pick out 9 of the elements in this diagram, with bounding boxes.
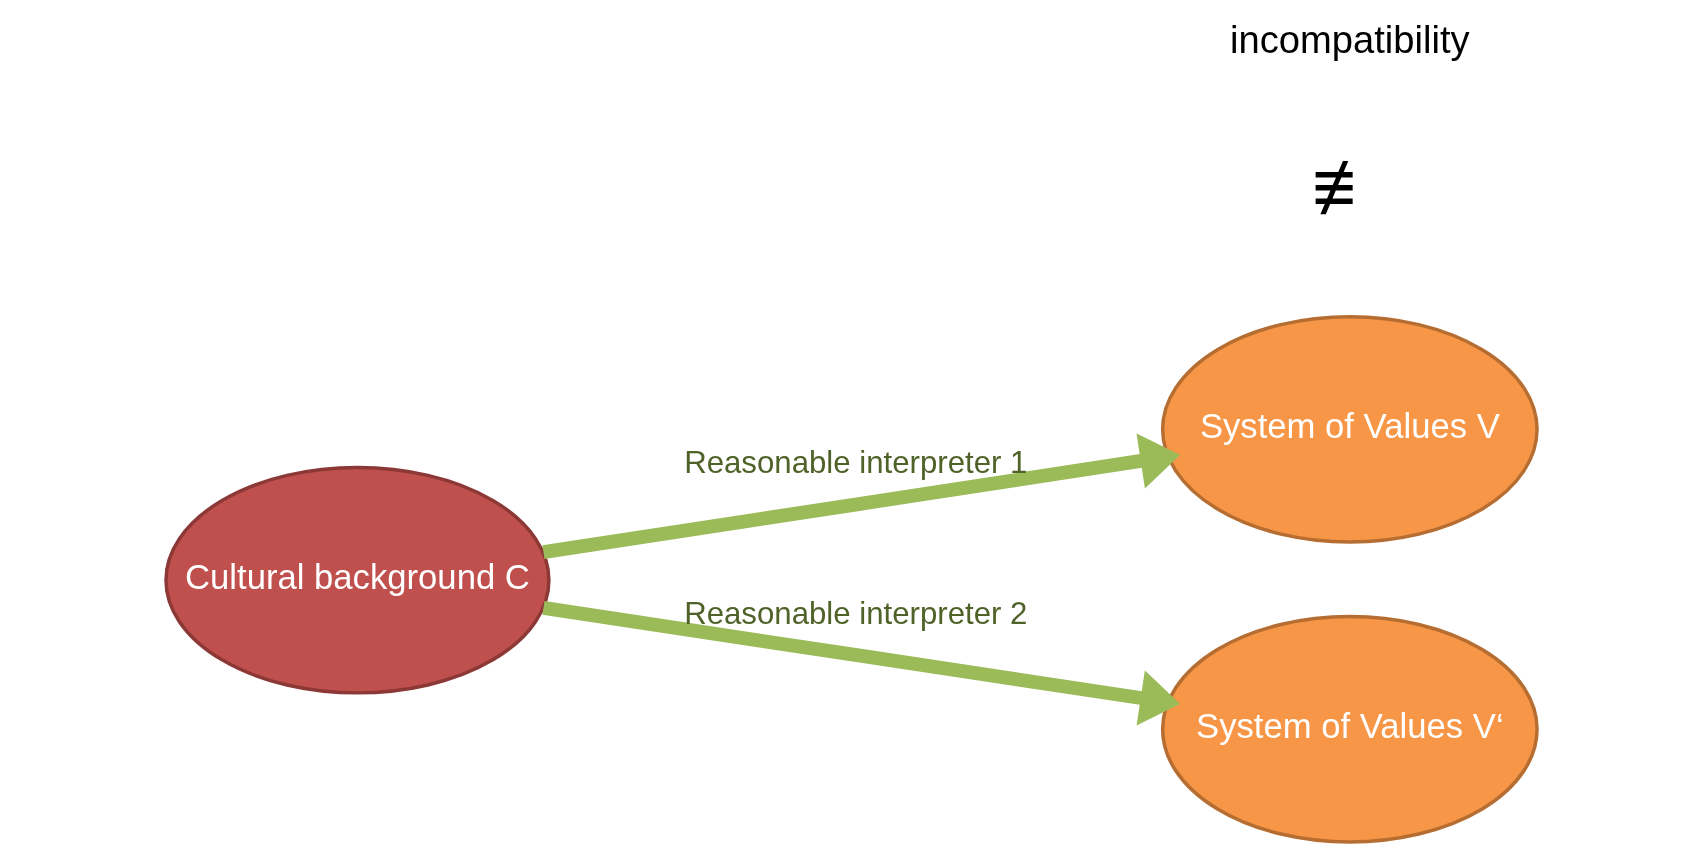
node-ellipse: Cultural background C bbox=[163, 465, 551, 695]
label: ≢ bbox=[1311, 144, 1388, 230]
label: incompatibility bbox=[1229, 17, 1470, 61]
arrow bbox=[541, 601, 1180, 726]
node-ellipse: System of Values V‘ bbox=[1160, 614, 1539, 844]
edge-label: Reasonable interpreter 2 bbox=[683, 596, 1027, 632]
node-ellipse: System of Values V bbox=[1160, 314, 1539, 544]
edge-label: Reasonable interpreter 1 bbox=[683, 445, 1027, 481]
arrow bbox=[541, 433, 1180, 559]
